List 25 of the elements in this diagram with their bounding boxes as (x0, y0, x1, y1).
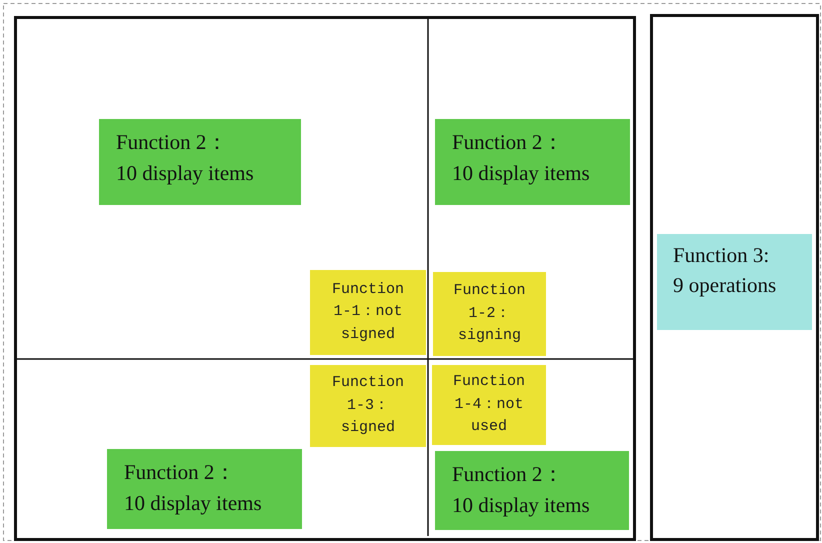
function-description: 10 display items (124, 490, 263, 517)
function-box (310, 270, 426, 355)
function-description: Function 1-1：not signed (330, 280, 405, 345)
screen-panel (14, 16, 636, 541)
function-box (432, 365, 546, 445)
function-box (435, 119, 630, 205)
function-title: Function 2： (452, 129, 564, 156)
function-description: 10 display items (116, 160, 255, 187)
function-title: Function 2： (116, 129, 228, 156)
function-description: 10 display items (452, 492, 591, 519)
function-box (435, 451, 629, 530)
function-description: Function 1-2：signing (452, 281, 526, 346)
function-box (657, 234, 812, 330)
function-title: Function 3: (673, 242, 770, 269)
function-description: 9 operations (673, 272, 778, 299)
function-title: Function 2： (124, 459, 236, 486)
function-box (433, 272, 546, 356)
side-panel (650, 14, 819, 541)
function-box (107, 449, 302, 529)
function-title: Function 2： (452, 461, 564, 488)
function-description: Function 1-4：not used (452, 372, 526, 438)
function-box (310, 365, 426, 447)
function-description: Function 1-3：signed (330, 373, 405, 438)
function-description: 10 display items (452, 160, 591, 187)
function-box (99, 119, 301, 205)
